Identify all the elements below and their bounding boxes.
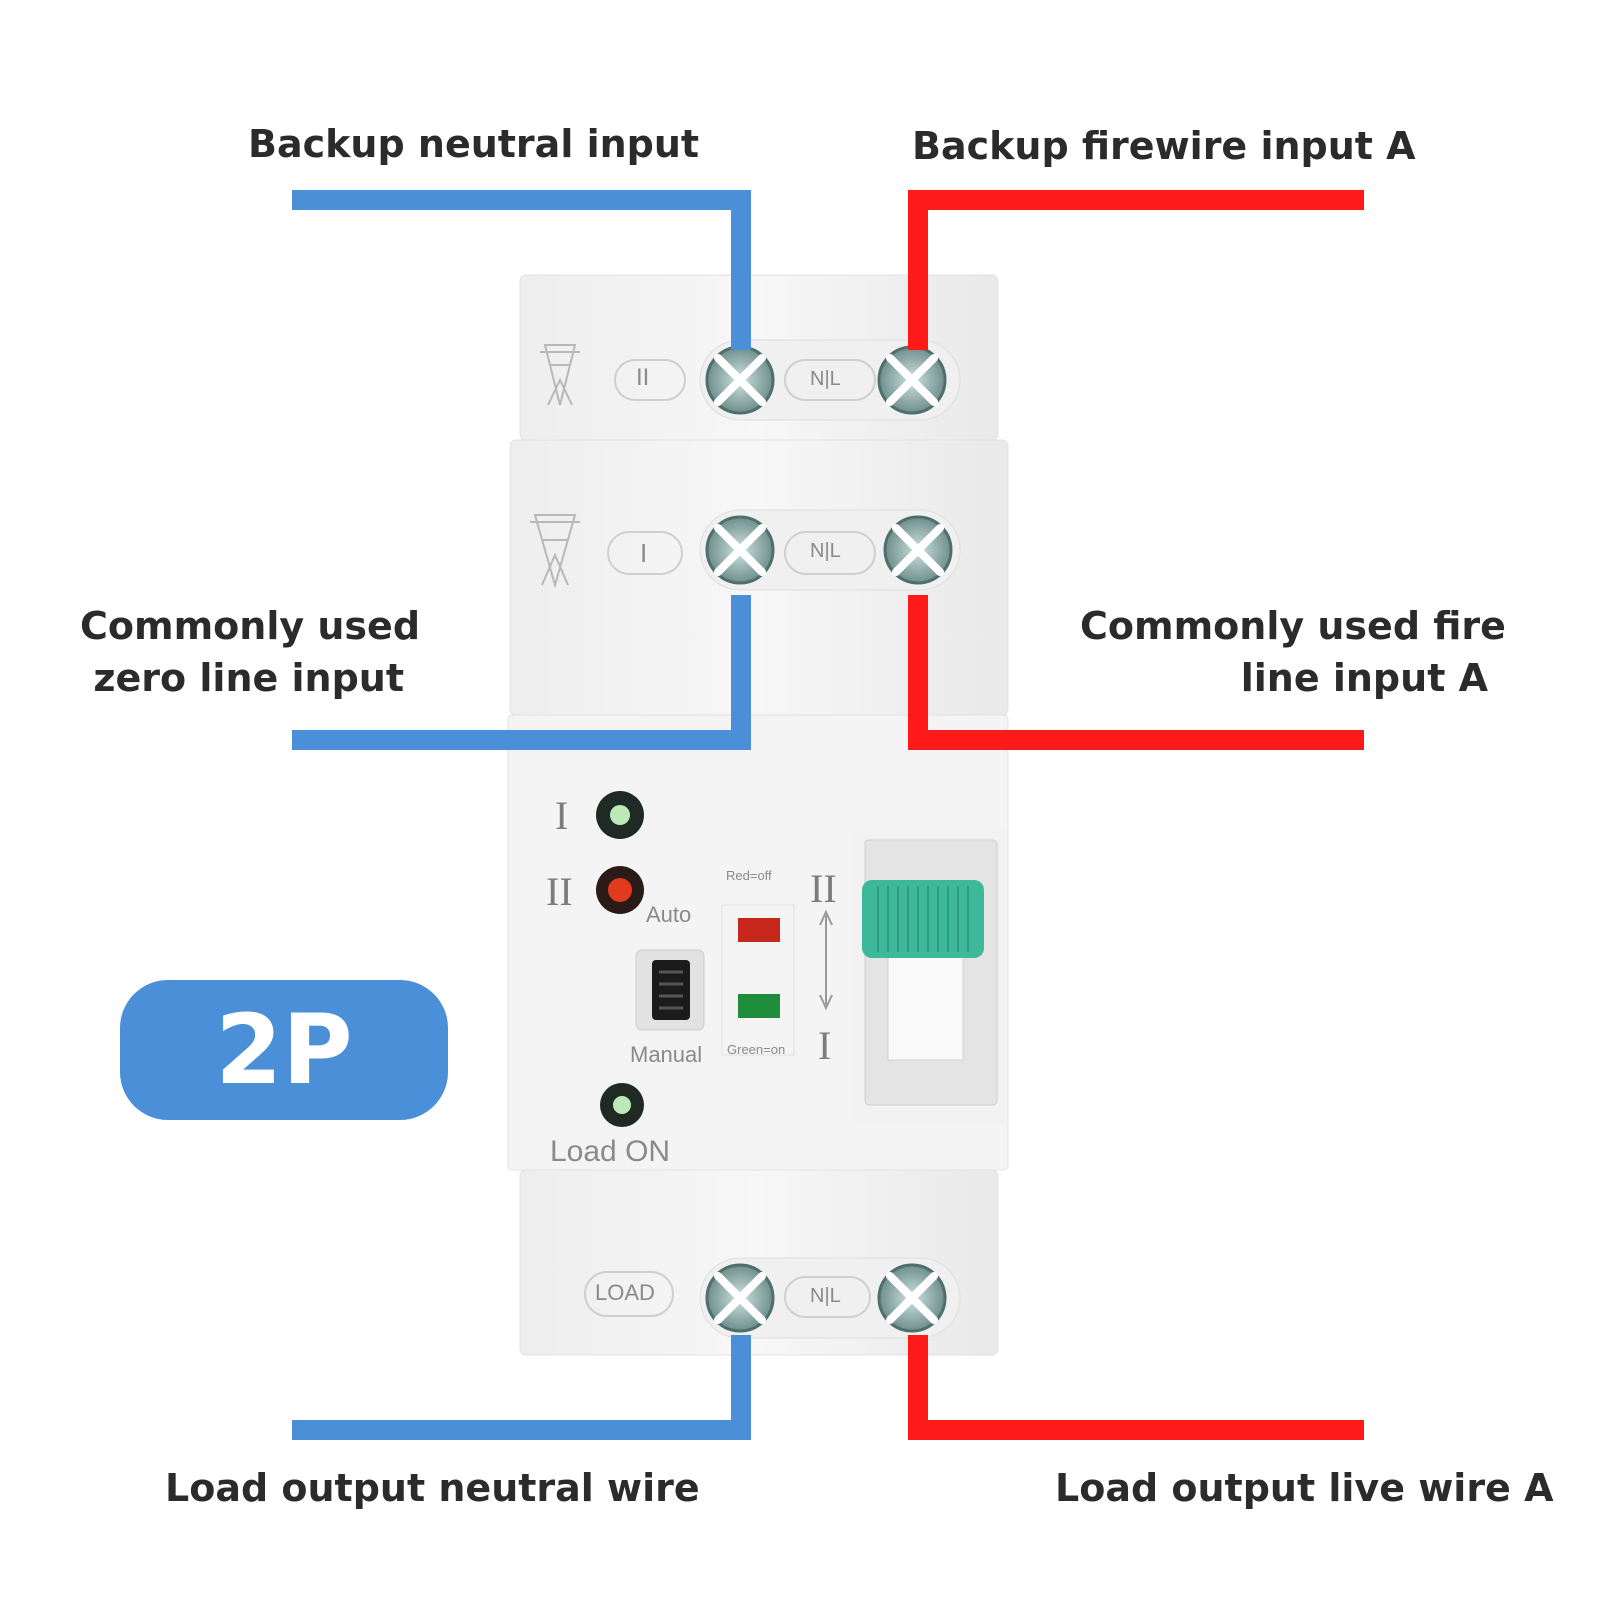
terminal-screw-icon bbox=[883, 515, 953, 585]
common-zero-label-line2: zero line input bbox=[93, 656, 404, 700]
terminal-screw-icon bbox=[705, 345, 775, 415]
transfer-lever[interactable] bbox=[862, 880, 984, 958]
load-neutral-wire bbox=[292, 1335, 751, 1440]
terminal-screw-icon bbox=[877, 1263, 947, 1333]
power-pylon-icon bbox=[530, 514, 580, 589]
power-pylon-icon bbox=[540, 344, 580, 406]
backup-neutral-label: Backup neutral input bbox=[248, 122, 700, 166]
source-one-tag: I bbox=[640, 538, 648, 568]
backup-neutral-wire bbox=[292, 190, 751, 350]
common-zero-label: Commonly used zero line input bbox=[80, 600, 421, 704]
common-fire-wire bbox=[908, 595, 1364, 750]
load-neutral-label: Load output neutral wire bbox=[165, 1466, 700, 1510]
red-off-label: Red=off bbox=[726, 868, 772, 883]
indicator-two-label: II bbox=[546, 869, 573, 914]
source-two-tag: II bbox=[636, 364, 650, 391]
common-zero-wire bbox=[292, 595, 751, 750]
terminal-tag: N|L bbox=[810, 368, 841, 390]
load-tag: LOAD bbox=[595, 1280, 655, 1305]
backup-fire-wire bbox=[908, 190, 1364, 350]
pole-badge: 2P bbox=[120, 980, 448, 1120]
backup-fire-label: Backup firewire input A bbox=[912, 124, 1416, 168]
off-window bbox=[738, 918, 780, 942]
common-fire-label-line2: line input A bbox=[1240, 656, 1488, 700]
switch-bottom-label: I bbox=[818, 1023, 832, 1068]
auto-label: Auto bbox=[646, 902, 692, 927]
terminal-tag: N|L bbox=[810, 540, 841, 562]
on-window bbox=[738, 994, 780, 1018]
green-on-label: Green=on bbox=[727, 1042, 786, 1057]
terminal-tag: N|L bbox=[810, 1285, 841, 1307]
source-two-tag-outline bbox=[614, 359, 686, 401]
common-fire-label-line1: Commonly used fire bbox=[1080, 604, 1506, 648]
terminal-screw-icon bbox=[705, 1263, 775, 1333]
switch-top-label: II bbox=[810, 866, 837, 911]
common-zero-label-line1: Commonly used bbox=[80, 604, 421, 648]
terminal-screw-icon bbox=[705, 515, 775, 585]
load-live-wire bbox=[908, 1335, 1364, 1440]
manual-label: Manual bbox=[630, 1042, 703, 1067]
indicator-one-label: I bbox=[555, 793, 569, 838]
common-fire-label: Commonly used fire line input A bbox=[1080, 600, 1506, 704]
load-live-label: Load output live wire A bbox=[1055, 1466, 1554, 1510]
load-on-label: Load ON bbox=[550, 1135, 671, 1168]
